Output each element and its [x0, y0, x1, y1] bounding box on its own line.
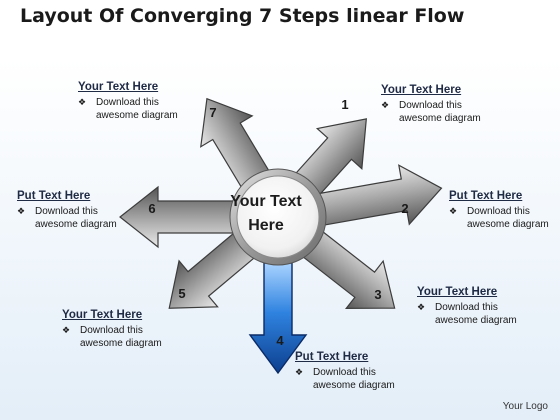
- center-text-line1: Your Text: [230, 193, 302, 210]
- step-label-1: Your Text Here ❖ Download this awesome dia…: [381, 84, 491, 125]
- step-label-3: Your Text Here ❖ Download this awesome dia…: [417, 286, 527, 327]
- step-desc-line1: Download this: [35, 206, 98, 217]
- step-desc-line1: Download this: [467, 206, 530, 217]
- step-desc-line1: Download this: [80, 325, 143, 336]
- step-desc-line2: awesome diagram: [35, 219, 117, 230]
- arrow-step-3: [301, 230, 396, 309]
- bullet-icon: ❖: [381, 100, 390, 110]
- step-heading-6: Put Text Here: [17, 190, 91, 202]
- arrow-step-2: [317, 164, 443, 226]
- arrow-step-7: [200, 97, 270, 189]
- step-heading-5: Your Text Here: [62, 309, 143, 321]
- step-desc-line2: awesome diagram: [435, 315, 517, 326]
- center-circle: [229, 168, 327, 266]
- step-heading-1: Your Text Here: [381, 84, 462, 96]
- step-desc-line1: Download this: [313, 367, 376, 378]
- step-desc-line2: awesome diagram: [313, 380, 395, 391]
- step-number-1: 1: [341, 97, 348, 112]
- step-number-2: 2: [401, 201, 408, 216]
- arrow-step-5: [168, 232, 256, 309]
- step-heading-7: Your Text Here: [78, 81, 159, 93]
- bullet-icon: ❖: [17, 206, 26, 216]
- step-desc-line1: Download this: [435, 302, 498, 313]
- bullet-icon: ❖: [449, 206, 458, 216]
- step-desc-line2: awesome diagram: [467, 219, 549, 230]
- step-number-6: 6: [148, 201, 155, 216]
- arrow-step-4: [248, 262, 308, 375]
- step-label-6: Put Text Here ❖ Download this awesome diag…: [17, 190, 127, 231]
- step-label-2: Put Text Here ❖ Download this awesome diag…: [449, 190, 559, 231]
- step-number-5: 5: [178, 286, 185, 301]
- step-label-7: Your Text Here ❖ Download this awesome dia…: [78, 81, 188, 122]
- step-label-4: Put Text Here ❖ Download this awesome diag…: [295, 351, 405, 392]
- step-desc-line1: Download this: [399, 100, 462, 111]
- step-desc-line1: Download this: [96, 97, 159, 108]
- bullet-icon: ❖: [417, 302, 426, 312]
- step-number-4: 4: [276, 333, 284, 348]
- step-number-7: 7: [209, 105, 216, 120]
- page-title: Layout Of Converging 7 Steps linear Flow: [20, 5, 465, 27]
- step-heading-4: Put Text Here: [295, 351, 369, 363]
- arrow-step-1: [294, 118, 367, 196]
- step-number-3: 3: [374, 287, 381, 302]
- center-text-line2: Here: [248, 217, 284, 234]
- step-heading-3: Your Text Here: [417, 286, 498, 298]
- bullet-icon: ❖: [295, 367, 304, 377]
- step-desc-line2: awesome diagram: [80, 338, 162, 349]
- step-desc-line2: awesome diagram: [96, 110, 178, 121]
- step-desc-line2: awesome diagram: [399, 113, 481, 124]
- footer-logo: Your Logo: [502, 401, 548, 412]
- step-heading-2: Put Text Here: [449, 190, 523, 202]
- bullet-icon: ❖: [62, 325, 71, 335]
- step-label-5: Your Text Here ❖ Download this awesome dia…: [62, 309, 172, 350]
- arrow-step-6: [119, 185, 235, 249]
- center-text: Your Text Here: [226, 190, 306, 238]
- bullet-icon: ❖: [78, 97, 87, 107]
